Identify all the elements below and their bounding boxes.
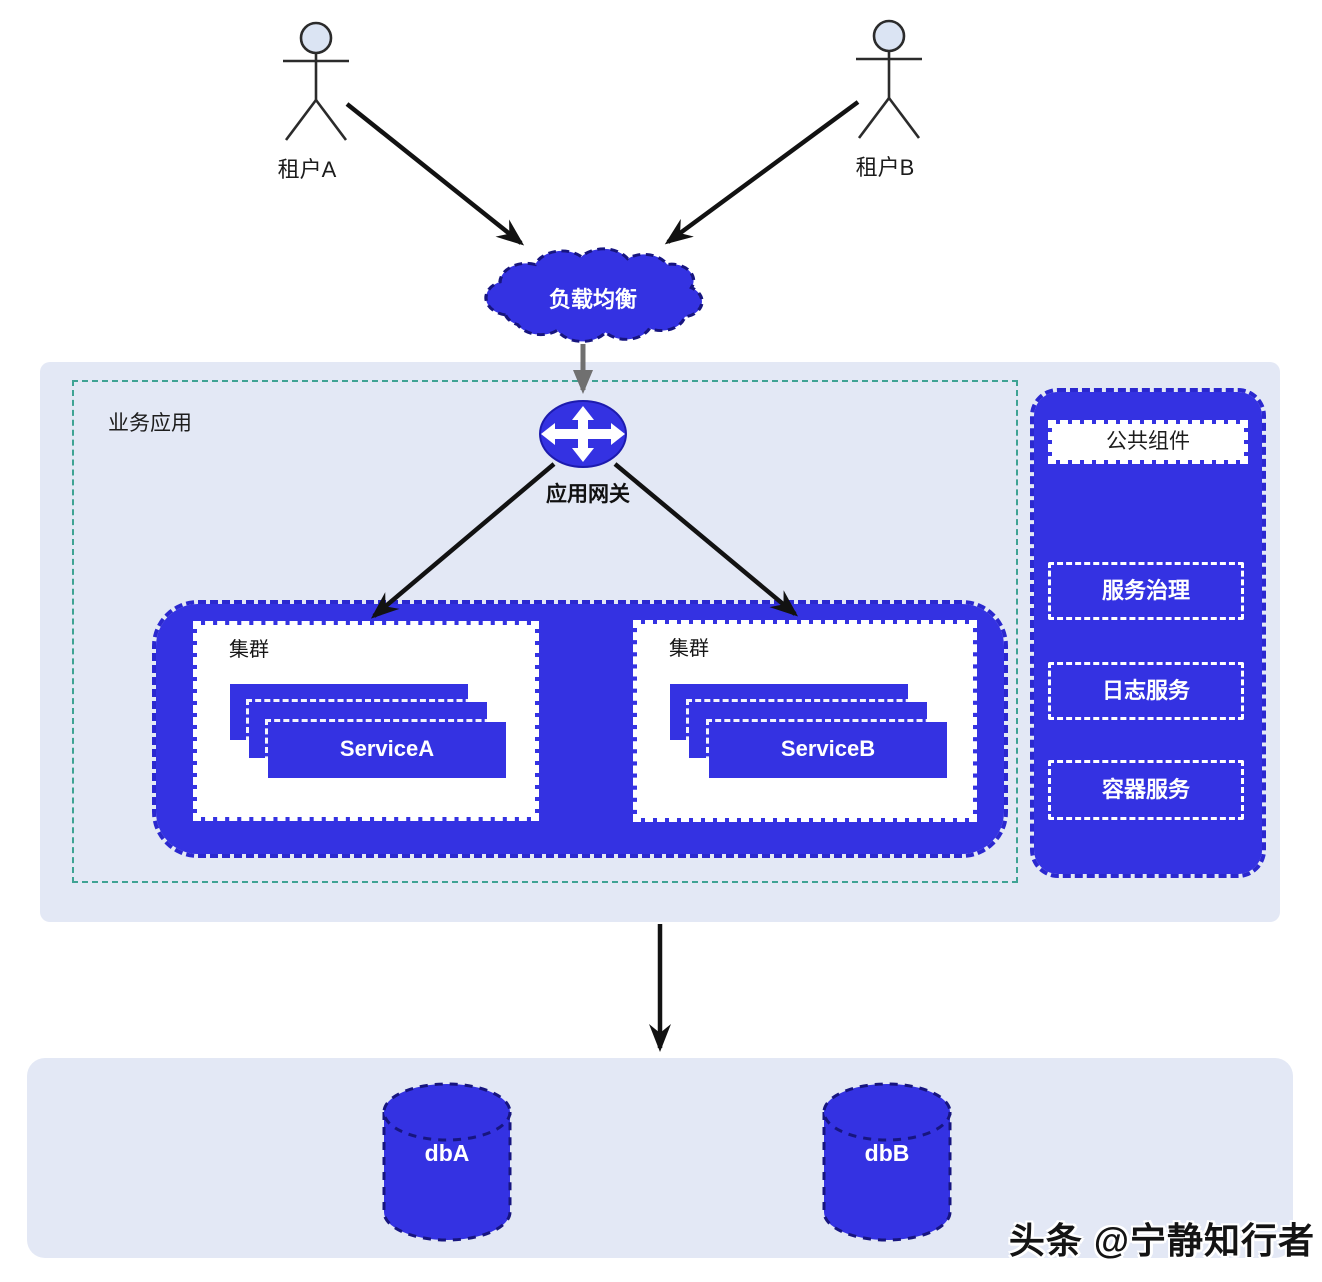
arrow-actor-b-to-lb [664, 100, 860, 245]
actor-a-label: 租户A [277, 157, 337, 182]
clusters-container: 集群 ServiceA 集群 ServiceB [152, 600, 1008, 858]
cluster-b-box: 集群 ServiceB [633, 620, 977, 822]
load-balancer-label: 负载均衡 [548, 287, 637, 312]
component-container-service: 容器服务 [1048, 760, 1244, 820]
database-panel [27, 1058, 1293, 1258]
database-b-label: dbB [864, 1140, 910, 1166]
actor-b-label: 租户B [855, 155, 915, 180]
common-components-title-box: 公共组件 [1048, 420, 1248, 464]
service-a-instance-front: ServiceA [265, 719, 509, 781]
business-app-label: 业务应用 [108, 412, 192, 435]
cluster-a-label: 集群 [229, 639, 269, 661]
actor-b-stick-figure [856, 19, 922, 139]
watermark-text: 头条 @宁静知行者 [1008, 1220, 1315, 1261]
common-components-panel: 公共组件 服务治理 日志服务 容器服务 [1030, 388, 1266, 878]
cluster-a-box: 集群 ServiceA [193, 621, 539, 821]
database-a-label: dbA [424, 1140, 470, 1166]
app-gateway-label: 应用网关 [546, 483, 630, 506]
arrow-actor-a-to-lb [345, 102, 525, 246]
business-app-dashed-boundary [72, 380, 1018, 883]
common-components-title: 公共组件 [1106, 430, 1190, 453]
service-b-instance-front: ServiceB [706, 719, 950, 781]
actor-a-stick-figure [283, 21, 349, 141]
cluster-b-label: 集群 [669, 638, 709, 660]
component-log-service: 日志服务 [1048, 662, 1244, 720]
component-service-governance: 服务治理 [1048, 562, 1244, 620]
